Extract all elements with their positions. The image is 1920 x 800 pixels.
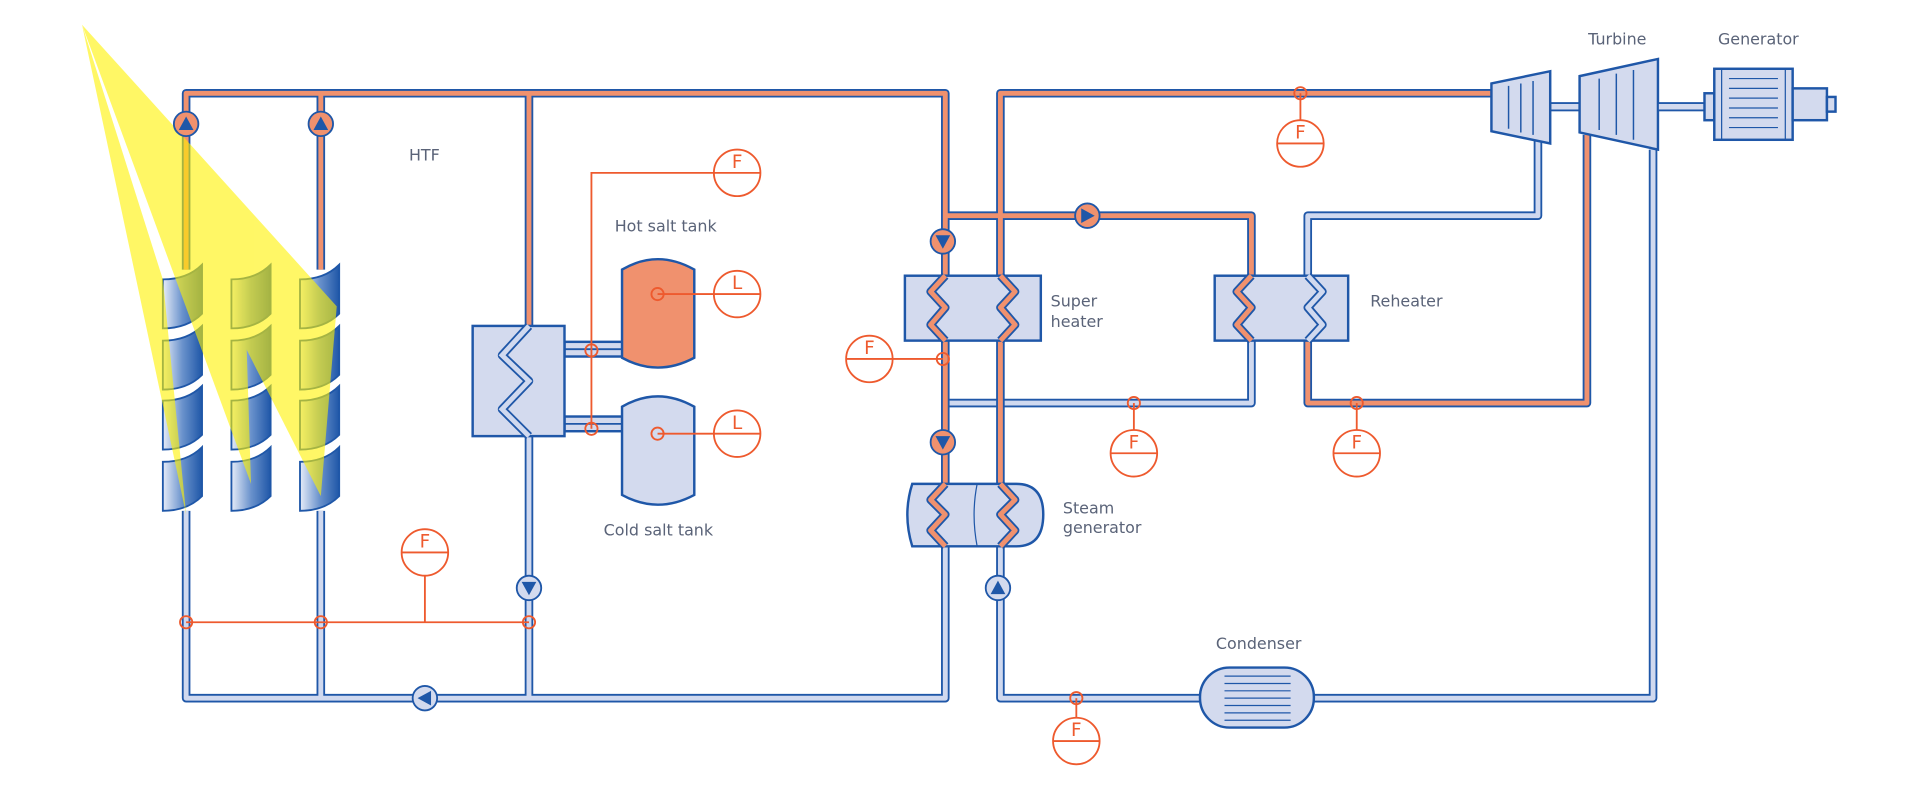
instrument-symbol: F (732, 152, 743, 173)
generator-label: Generator (1718, 29, 1799, 48)
pump-icon (929, 429, 957, 456)
turbine (1490, 57, 1708, 152)
pump-icon (411, 685, 439, 712)
flow-indicator: F (1052, 716, 1101, 766)
instrument-symbol: F (1129, 432, 1140, 453)
pump-icon (1074, 202, 1101, 229)
steam-generator (906, 480, 1045, 550)
pump-icon (172, 110, 200, 138)
instruments: F L L F F F F F F (400, 119, 1381, 766)
pump-icon (307, 110, 334, 138)
flow-indicator: F (1109, 429, 1159, 478)
super-heater (903, 272, 1043, 344)
flow-indicator: F (845, 334, 894, 384)
generator (1703, 67, 1837, 142)
instrument-symbol: F (1351, 432, 1362, 453)
instrument-symbol: F (1071, 720, 1082, 741)
pump-icon (515, 574, 543, 602)
htf-label: HTF (409, 146, 440, 165)
cold-salt-tank (620, 395, 696, 506)
super-heater-label-line2: heater (1051, 312, 1104, 331)
steam-generator-label-line2: generator (1063, 518, 1142, 537)
reheater-label: Reheater (1370, 291, 1443, 310)
flow-indicator: F (712, 148, 762, 198)
reheater (1213, 272, 1350, 344)
condenser-label: Condenser (1216, 634, 1302, 653)
hot-salt-tank-label: Hot salt tank (615, 217, 718, 236)
pump-icon (984, 574, 1012, 602)
sunlight-beams (82, 24, 337, 515)
salt-heat-exchanger (471, 323, 566, 440)
flow-indicator: F (400, 528, 450, 577)
level-indicator: L (712, 409, 762, 458)
instrument-symbol: L (732, 413, 743, 434)
steam-generator-label-line1: Steam (1063, 498, 1114, 517)
pumps (172, 110, 1101, 712)
cold-salt-tank-label: Cold salt tank (604, 520, 714, 539)
flow-indicator: F (1276, 119, 1325, 168)
flow-indicator: F (1332, 429, 1381, 478)
condenser (1198, 666, 1316, 729)
cold-pipes (181, 138, 1658, 703)
parabolic-trough-collector (230, 444, 272, 512)
pump-icon (929, 228, 957, 255)
instrument-symbol: F (864, 338, 875, 359)
hot-pipes (181, 88, 1592, 484)
turbine-label: Turbine (1587, 29, 1646, 48)
hot-salt-tank (620, 258, 696, 369)
instrument-symbol: F (1295, 123, 1306, 144)
level-indicator: L (712, 269, 762, 319)
instrument-symbol: F (420, 532, 431, 553)
super-heater-label-line1: Super (1051, 291, 1098, 310)
instrument-symbol: L (732, 273, 743, 294)
